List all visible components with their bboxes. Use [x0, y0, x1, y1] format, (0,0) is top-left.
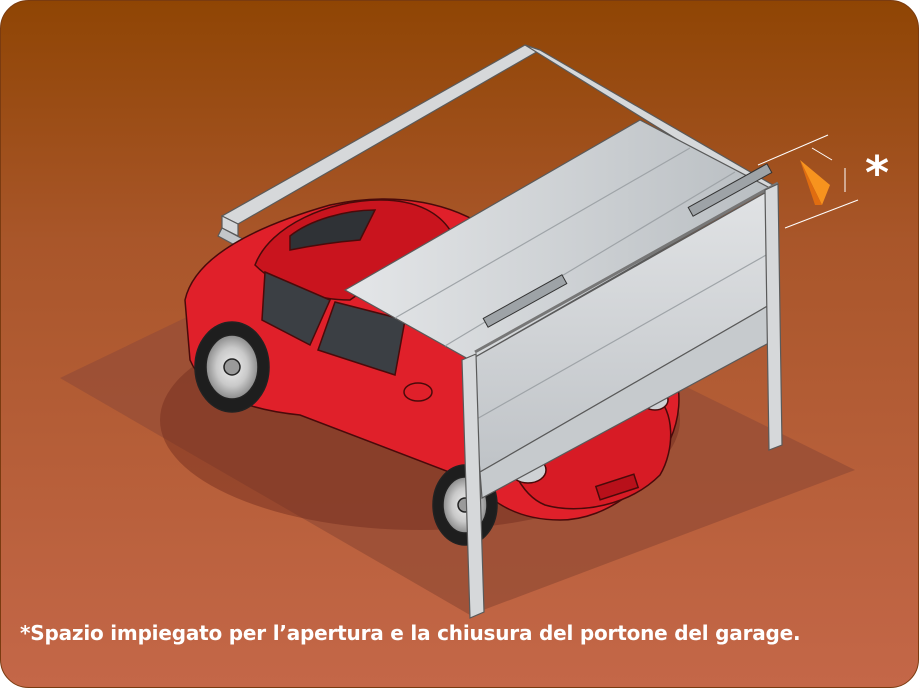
caption-text: *Spazio impiegato per l’apertura e la ch… — [20, 621, 801, 645]
door-frame — [461, 183, 783, 619]
torsion-spring — [474, 163, 779, 354]
space-marker-asterisk: * — [865, 146, 890, 200]
space-indicator — [757, 134, 859, 229]
